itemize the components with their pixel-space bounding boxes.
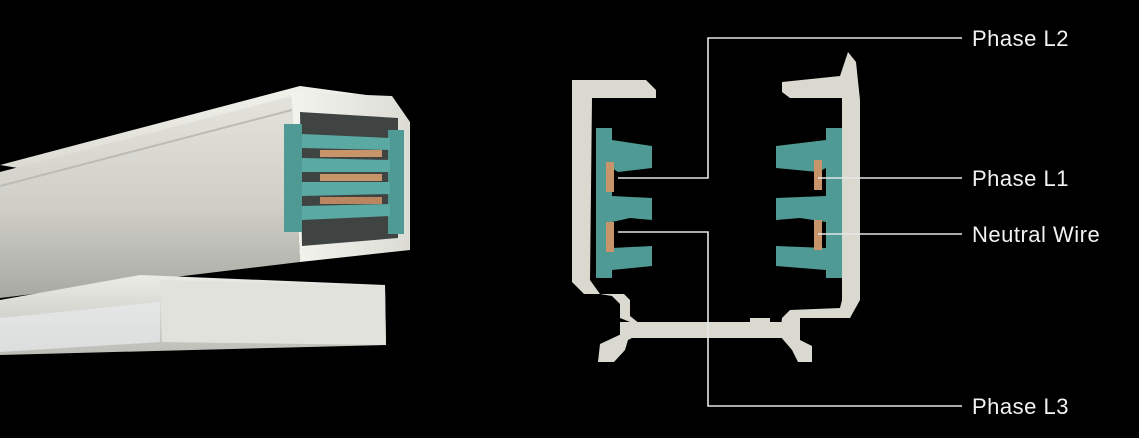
label-phase-l1: Phase L1	[972, 166, 1069, 191]
profile-left-wall	[572, 80, 656, 362]
leader-phase-l3	[618, 231, 962, 407]
rail-front-face	[0, 96, 300, 298]
profile-bottom-channel	[620, 322, 800, 338]
label-phase-l2: Phase L2	[972, 26, 1069, 51]
conductor-3d	[320, 150, 382, 204]
insulator-left	[596, 128, 652, 278]
conductor-l2	[606, 162, 614, 192]
conductors	[606, 160, 822, 252]
cross-section	[572, 52, 860, 362]
conductor-l3	[606, 222, 614, 252]
track-3d-render	[0, 86, 410, 355]
conductor-l1	[814, 160, 822, 190]
insulator-right	[776, 128, 842, 278]
leader-phase-l2	[618, 37, 962, 179]
label-phase-l3: Phase L3	[972, 394, 1069, 419]
leader-lines	[618, 37, 962, 407]
conductor-neutral	[814, 220, 822, 250]
insulator-3d	[284, 124, 404, 234]
label-neutral-wire: Neutral Wire	[972, 222, 1100, 247]
